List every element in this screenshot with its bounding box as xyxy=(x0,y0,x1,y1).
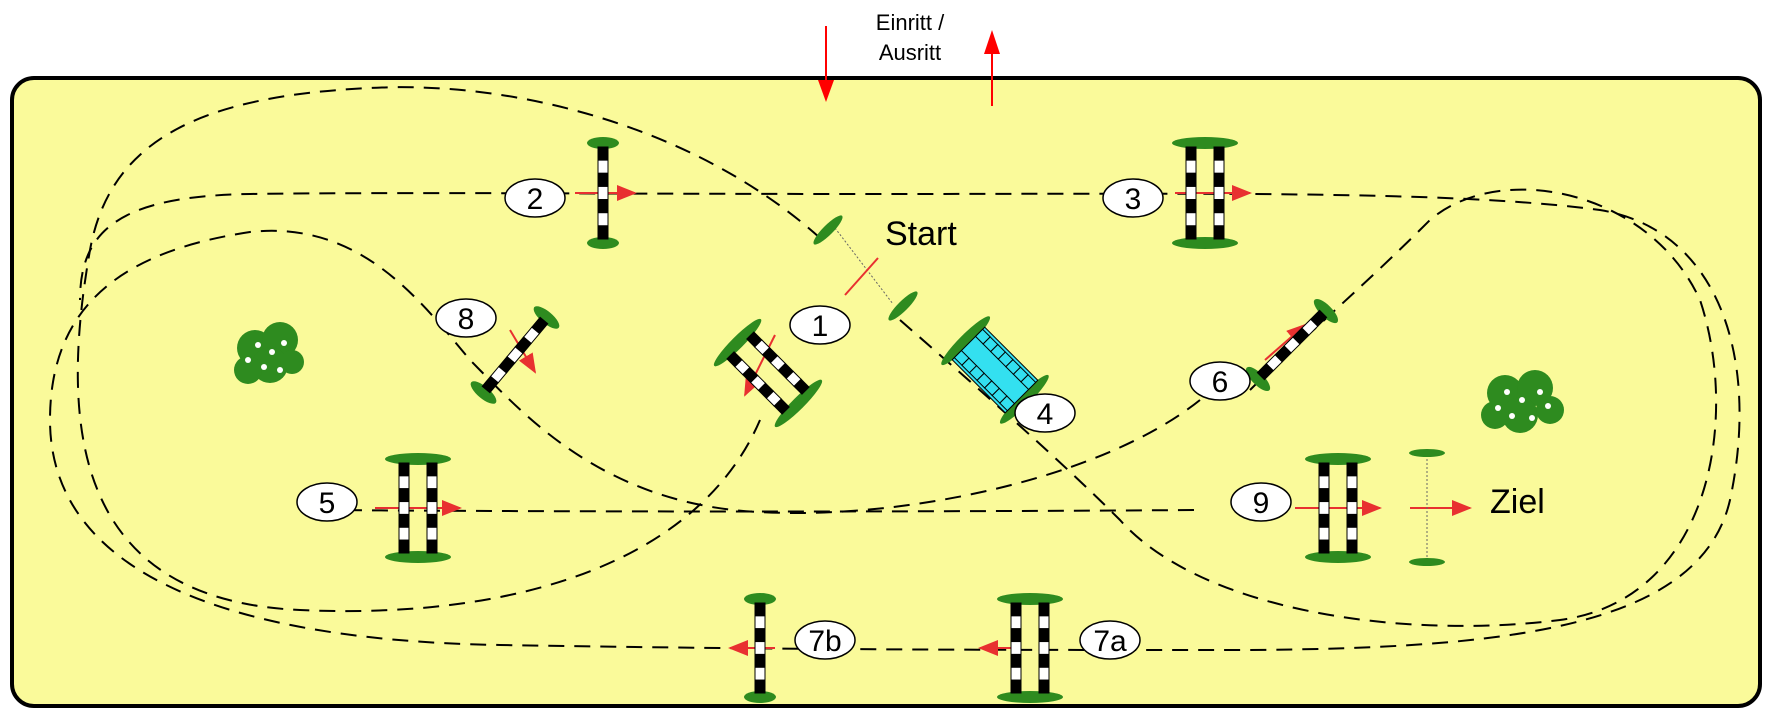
obstacle-number: 6 xyxy=(1212,366,1229,399)
obstacle-number: 8 xyxy=(458,303,475,336)
entry-label-line1: Einritt / xyxy=(875,10,945,35)
obstacle-number: 7b xyxy=(808,625,841,658)
obstacle-number: 2 xyxy=(527,183,544,216)
start-label: Start xyxy=(885,215,957,253)
obstacle-6 xyxy=(1245,298,1339,392)
obstacle-number: 3 xyxy=(1125,183,1142,216)
entry-arrow xyxy=(818,26,834,102)
obstacle-2 xyxy=(587,137,619,249)
obstacle-label-7b: 7b xyxy=(794,620,856,660)
obstacle-number: 5 xyxy=(319,487,336,520)
course-path xyxy=(48,86,1741,652)
obstacle-label-9: 9 xyxy=(1230,482,1292,522)
obstacle-number: 1 xyxy=(812,310,829,343)
entry-label: Einritt / Ausritt xyxy=(820,8,1000,68)
finish-label: Ziel xyxy=(1490,483,1545,521)
obstacle-7b xyxy=(744,593,776,703)
obstacle-label-5: 5 xyxy=(296,482,358,522)
obstacle-label-6: 6 xyxy=(1189,361,1251,401)
start-line xyxy=(813,215,918,321)
obstacle-number: 7a xyxy=(1093,625,1127,658)
obstacle-label-2: 2 xyxy=(504,178,566,218)
obstacle-label-8: 8 xyxy=(435,298,497,338)
obstacle-1 xyxy=(713,318,823,428)
obstacle-9 xyxy=(1305,453,1371,563)
obstacle-number: 9 xyxy=(1253,487,1270,520)
obstacle-8 xyxy=(470,306,560,404)
bush-right xyxy=(1481,370,1564,433)
obstacle-label-3: 3 xyxy=(1102,178,1164,218)
obstacle-label-1: 1 xyxy=(789,305,851,345)
obstacle-5 xyxy=(385,453,451,563)
obstacle-labels: 1 2 3 4 5 6 7a 7b 8 9 xyxy=(296,178,1292,660)
exit-arrow xyxy=(984,30,1000,106)
obstacle-label-4: 4 xyxy=(1014,393,1076,433)
obstacle-7a xyxy=(997,593,1063,703)
obstacle-number: 4 xyxy=(1037,398,1054,431)
entry-label-line2: Ausritt xyxy=(878,40,942,65)
obstacle-3 xyxy=(1172,137,1238,249)
obstacle-label-7a: 7a xyxy=(1079,620,1141,660)
bush-left xyxy=(234,322,304,384)
finish-line xyxy=(1409,449,1445,566)
